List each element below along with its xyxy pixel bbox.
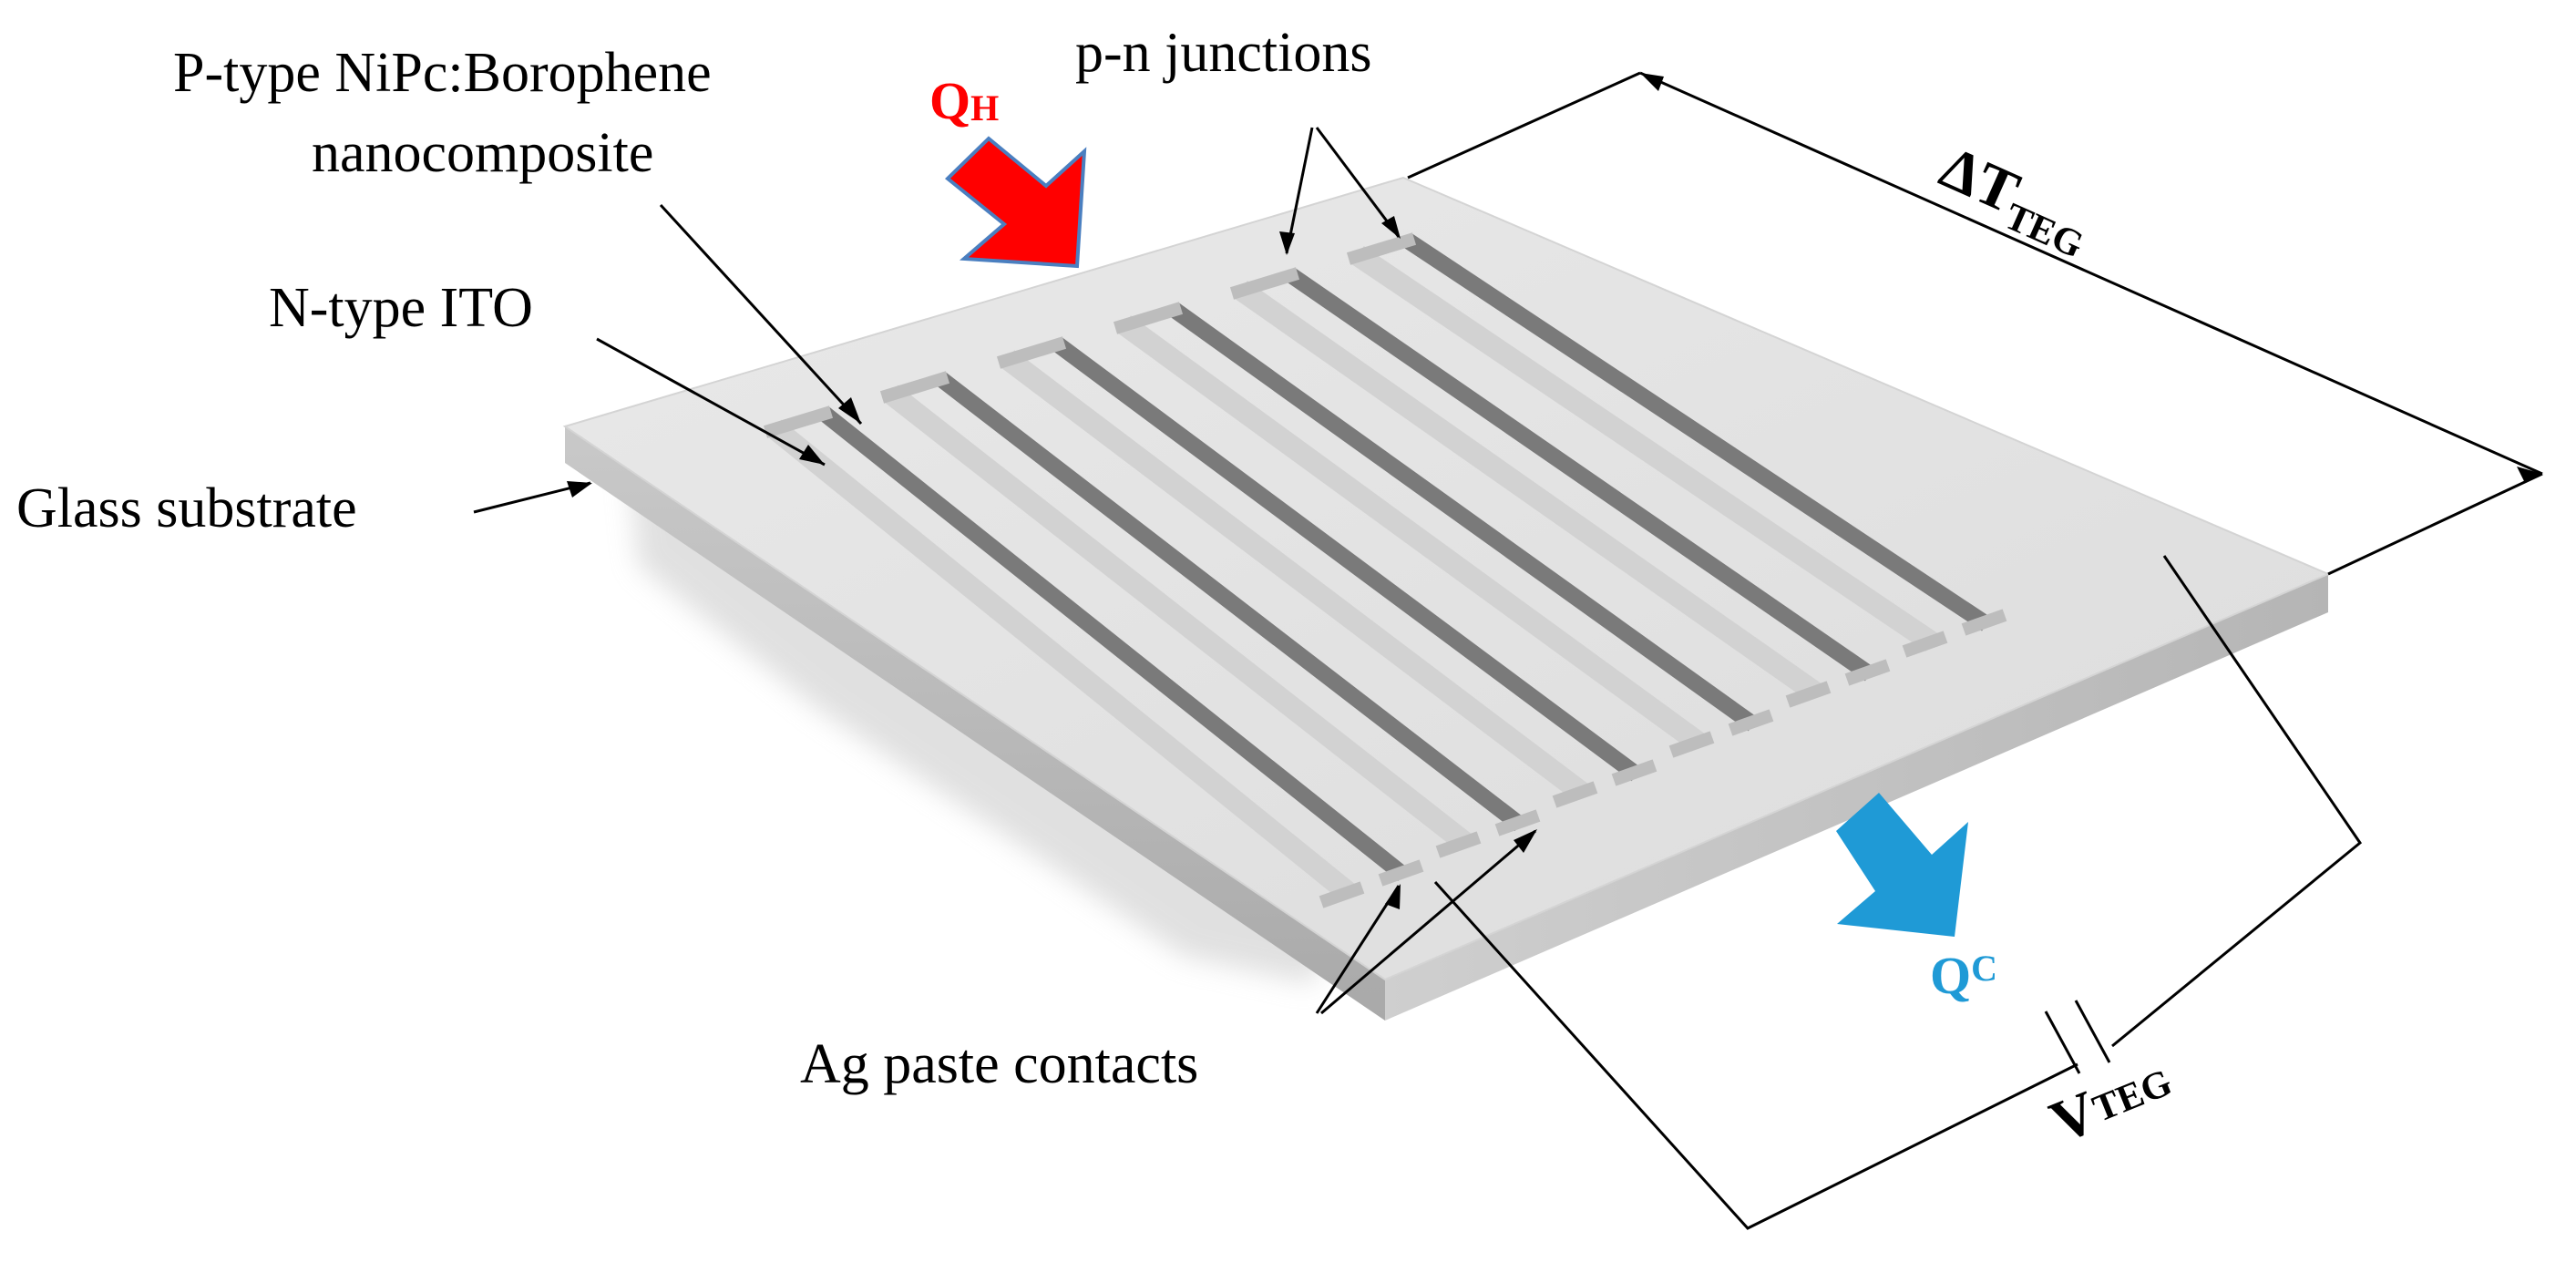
pn-junction-contact <box>1346 232 1417 265</box>
n-type-ito-leg <box>1001 350 1589 802</box>
pn-junction-contact <box>763 405 834 438</box>
n-type-ito-leg <box>884 385 1473 852</box>
leader-lines <box>473 71 2543 1230</box>
substrate-front-face <box>565 426 1385 1021</box>
cold-arrow-icon <box>1836 793 1968 937</box>
hot-heat-arrow <box>944 136 1087 269</box>
ag-paste-contact <box>1902 631 1948 658</box>
p-type-leg <box>1052 337 1642 782</box>
ag-paste-contact <box>1668 731 1715 758</box>
p-type-leg <box>819 406 1409 882</box>
v-teg-label: VTEG <box>2041 1048 2181 1156</box>
delta-t-teg-label: ΔTTEG <box>1927 134 2102 267</box>
p-type-leg <box>1169 303 1759 732</box>
ag-paste-contact <box>1552 781 1598 808</box>
thermoelectric-legs <box>763 232 2007 908</box>
hot-heat-label: QH <box>929 71 999 130</box>
substrate-top-face <box>562 176 2331 981</box>
glass-substrate-label: Glass substrate <box>16 477 357 539</box>
ag-paste-contact <box>1728 709 1774 736</box>
p-type-leg <box>1286 268 1875 682</box>
ag-paste-contacts-label: Ag paste contacts <box>800 1033 1198 1095</box>
p-type-leg <box>936 372 1525 832</box>
pn-junction-contact <box>1229 267 1300 300</box>
ag-paste-contact <box>1435 831 1482 858</box>
p-type-leg <box>1403 233 1991 631</box>
ag-paste-contact <box>1611 759 1657 786</box>
ag-paste-contact <box>1844 659 1891 686</box>
arrowheads <box>567 73 2542 909</box>
pn-junctions-label: p-n junctions <box>1075 22 1371 84</box>
cold-heat-label: QC <box>1930 946 1997 1005</box>
ag-paste-contact <box>1378 859 1424 887</box>
n-type-ito-leg <box>1235 281 1822 702</box>
ag-paste-contact <box>1319 881 1365 908</box>
n-type-ito-leg <box>1117 315 1706 752</box>
n-type-ito-leg <box>767 419 1356 902</box>
ag-paste-contact <box>1785 681 1832 708</box>
glass-substrate <box>562 176 2331 1021</box>
ag-paste-contact <box>1961 609 2007 636</box>
pn-junction-contact <box>1113 302 1184 334</box>
cold-heat-arrow <box>1836 793 1968 937</box>
ag-paste-contact <box>1494 809 1541 836</box>
p-type-label-line1: P-type NiPc:Borophene <box>173 42 712 104</box>
n-type-ito-leg <box>1351 246 1938 652</box>
pn-junction-contact <box>996 336 1067 369</box>
n-type-ito-label: N-type ITO <box>269 277 533 339</box>
p-type-label-line2: nanocomposite <box>312 122 653 184</box>
hot-arrow-icon <box>944 136 1087 269</box>
substrate-right-face <box>1385 574 2328 1021</box>
pn-junction-contact <box>879 371 950 404</box>
